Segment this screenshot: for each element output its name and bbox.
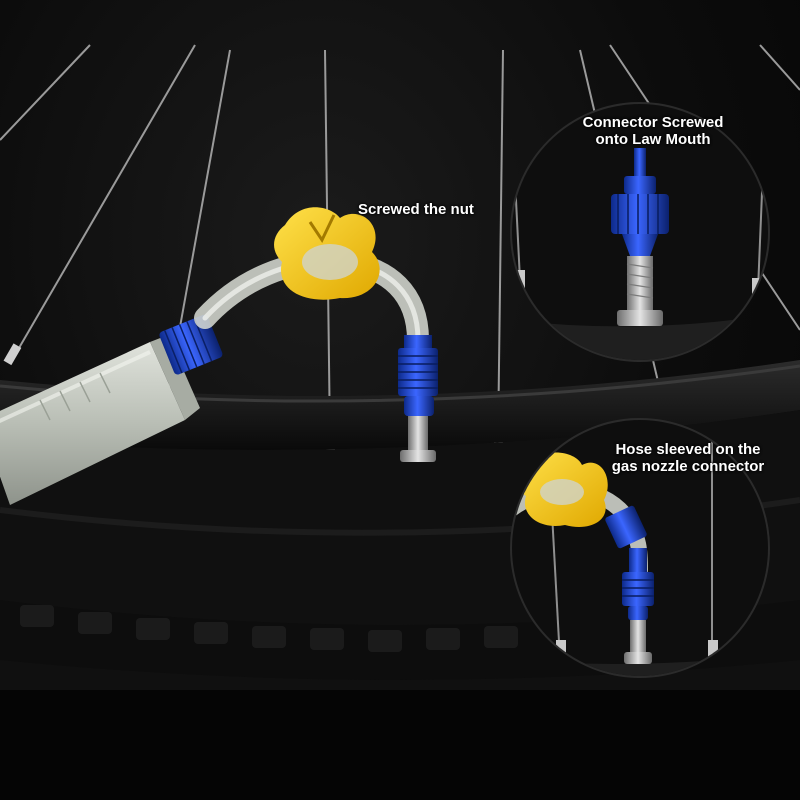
caption-hose-line-2: gas nozzle connector — [611, 458, 765, 475]
yellow-hose-clip — [274, 207, 380, 300]
callout-connector-screwed — [510, 102, 770, 362]
caption-screwed-nut-text: Screwed the nut — [358, 201, 474, 218]
floor-shadow — [0, 690, 800, 800]
caption-hose-sleeved: Hose sleeved on the gas nozzle connector — [583, 441, 793, 475]
caption-connector-line-2: onto Law Mouth — [595, 131, 711, 148]
syringe-connector — [159, 314, 223, 375]
main-valve-connector — [398, 335, 438, 462]
caption-connector-screwed: Connector Screwed onto Law Mouth — [548, 114, 758, 148]
syringe — [0, 335, 200, 505]
caption-screwed-nut: Screwed the nut — [358, 201, 474, 218]
caption-hose-line-1: Hose sleeved on the — [615, 441, 761, 458]
caption-connector-line-1: Connector Screwed — [582, 114, 724, 131]
